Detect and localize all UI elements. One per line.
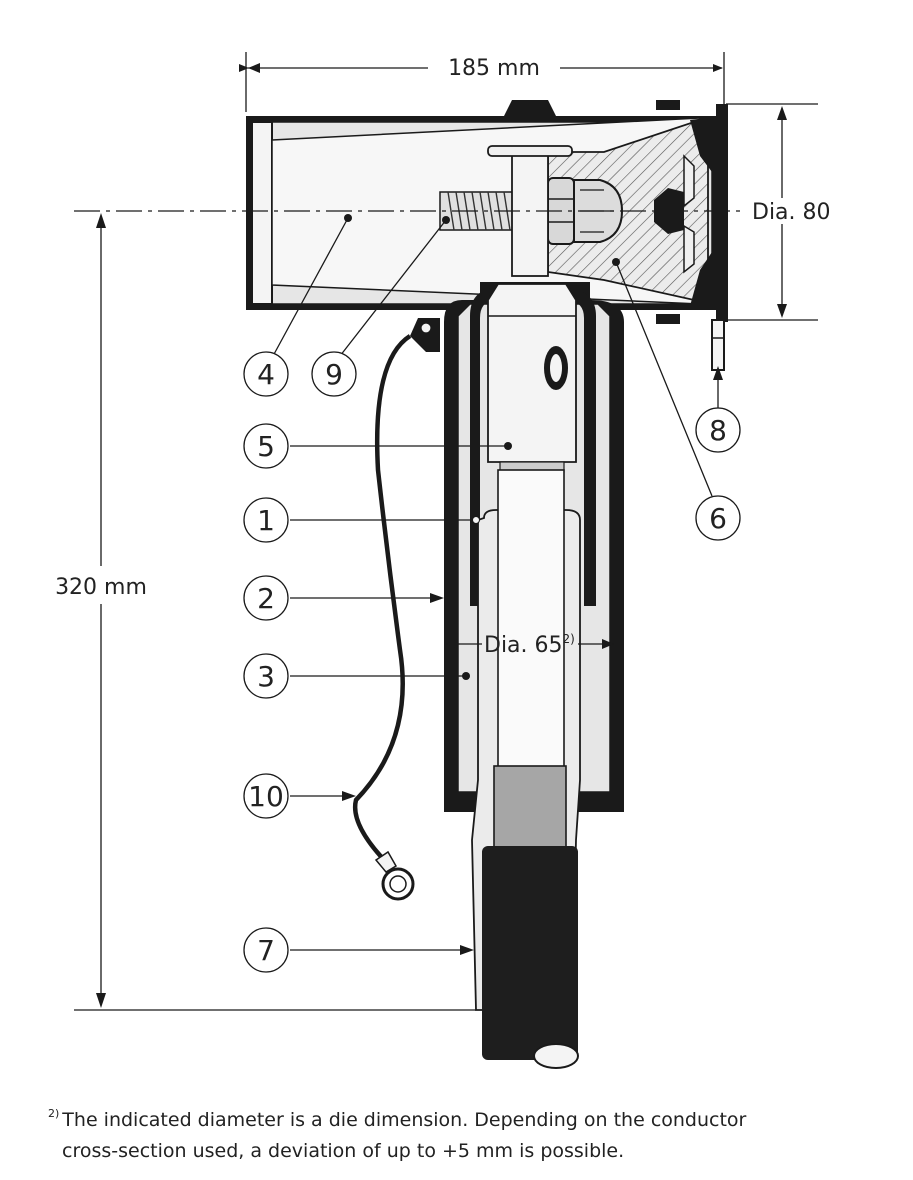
cable-sheath	[482, 846, 579, 1069]
svg-text:4: 4	[257, 358, 275, 391]
svg-text:Dia. 652): Dia. 652)	[484, 632, 575, 658]
callout-9: 9	[311, 351, 357, 397]
svg-text:6: 6	[709, 502, 727, 535]
callout-5: 5	[243, 423, 289, 469]
dia65-label: Dia. 65	[484, 633, 563, 658]
callout-7: 7	[243, 927, 289, 973]
footnote-line-2: cross-section used, a deviation of up to…	[48, 1136, 888, 1167]
leader-lines	[272, 217, 719, 951]
callout-4: 4	[243, 351, 289, 397]
test-pin	[711, 319, 725, 371]
svg-text:5: 5	[257, 430, 275, 463]
width-dimension: 185 mm	[239, 52, 725, 112]
cable-lug	[487, 283, 577, 473]
svg-text:10: 10	[248, 780, 284, 813]
width-label: 185 mm	[448, 56, 540, 81]
svg-text:8: 8	[709, 414, 727, 447]
callout-1: 1	[243, 497, 289, 543]
svg-text:7: 7	[257, 934, 275, 967]
svg-text:2: 2	[257, 582, 275, 615]
footnote-marker: 2)	[48, 1107, 60, 1120]
footnote-line-1: 2)The indicated diameter is a die dimens…	[48, 1098, 888, 1136]
callout-10: 10	[243, 773, 289, 819]
callouts: 4 9 5 1 2 3 10 7 8 6	[243, 351, 741, 973]
end-cap	[690, 116, 722, 310]
height-label: 320 mm	[55, 575, 147, 600]
earthing-wire	[352, 318, 440, 901]
conductor	[497, 469, 565, 771]
footnote-text-1: The indicated diameter is a die dimensio…	[62, 1109, 747, 1131]
dia80-label: Dia. 80	[752, 200, 831, 225]
svg-text:9: 9	[325, 358, 343, 391]
svg-text:1: 1	[257, 504, 275, 537]
dia80-dimension: Dia. 80	[726, 103, 834, 321]
dia65-dimension: Dia. 652)	[446, 632, 614, 658]
leader-ends	[342, 214, 723, 955]
footnote-text-2: cross-section used, a deviation of up to…	[62, 1140, 625, 1162]
dia65-footnote-ref: 2)	[563, 632, 575, 646]
svg-text:3: 3	[257, 660, 275, 693]
callout-2: 2	[243, 575, 289, 621]
callout-3: 3	[243, 653, 289, 699]
height-dimension: 320 mm	[55, 213, 476, 1011]
callout-6: 6	[695, 495, 741, 541]
callout-8: 8	[695, 407, 741, 453]
conductive-sleeve	[493, 765, 567, 849]
contact-pin	[511, 151, 549, 277]
footnote: 2)The indicated diameter is a die dimens…	[48, 1098, 888, 1167]
